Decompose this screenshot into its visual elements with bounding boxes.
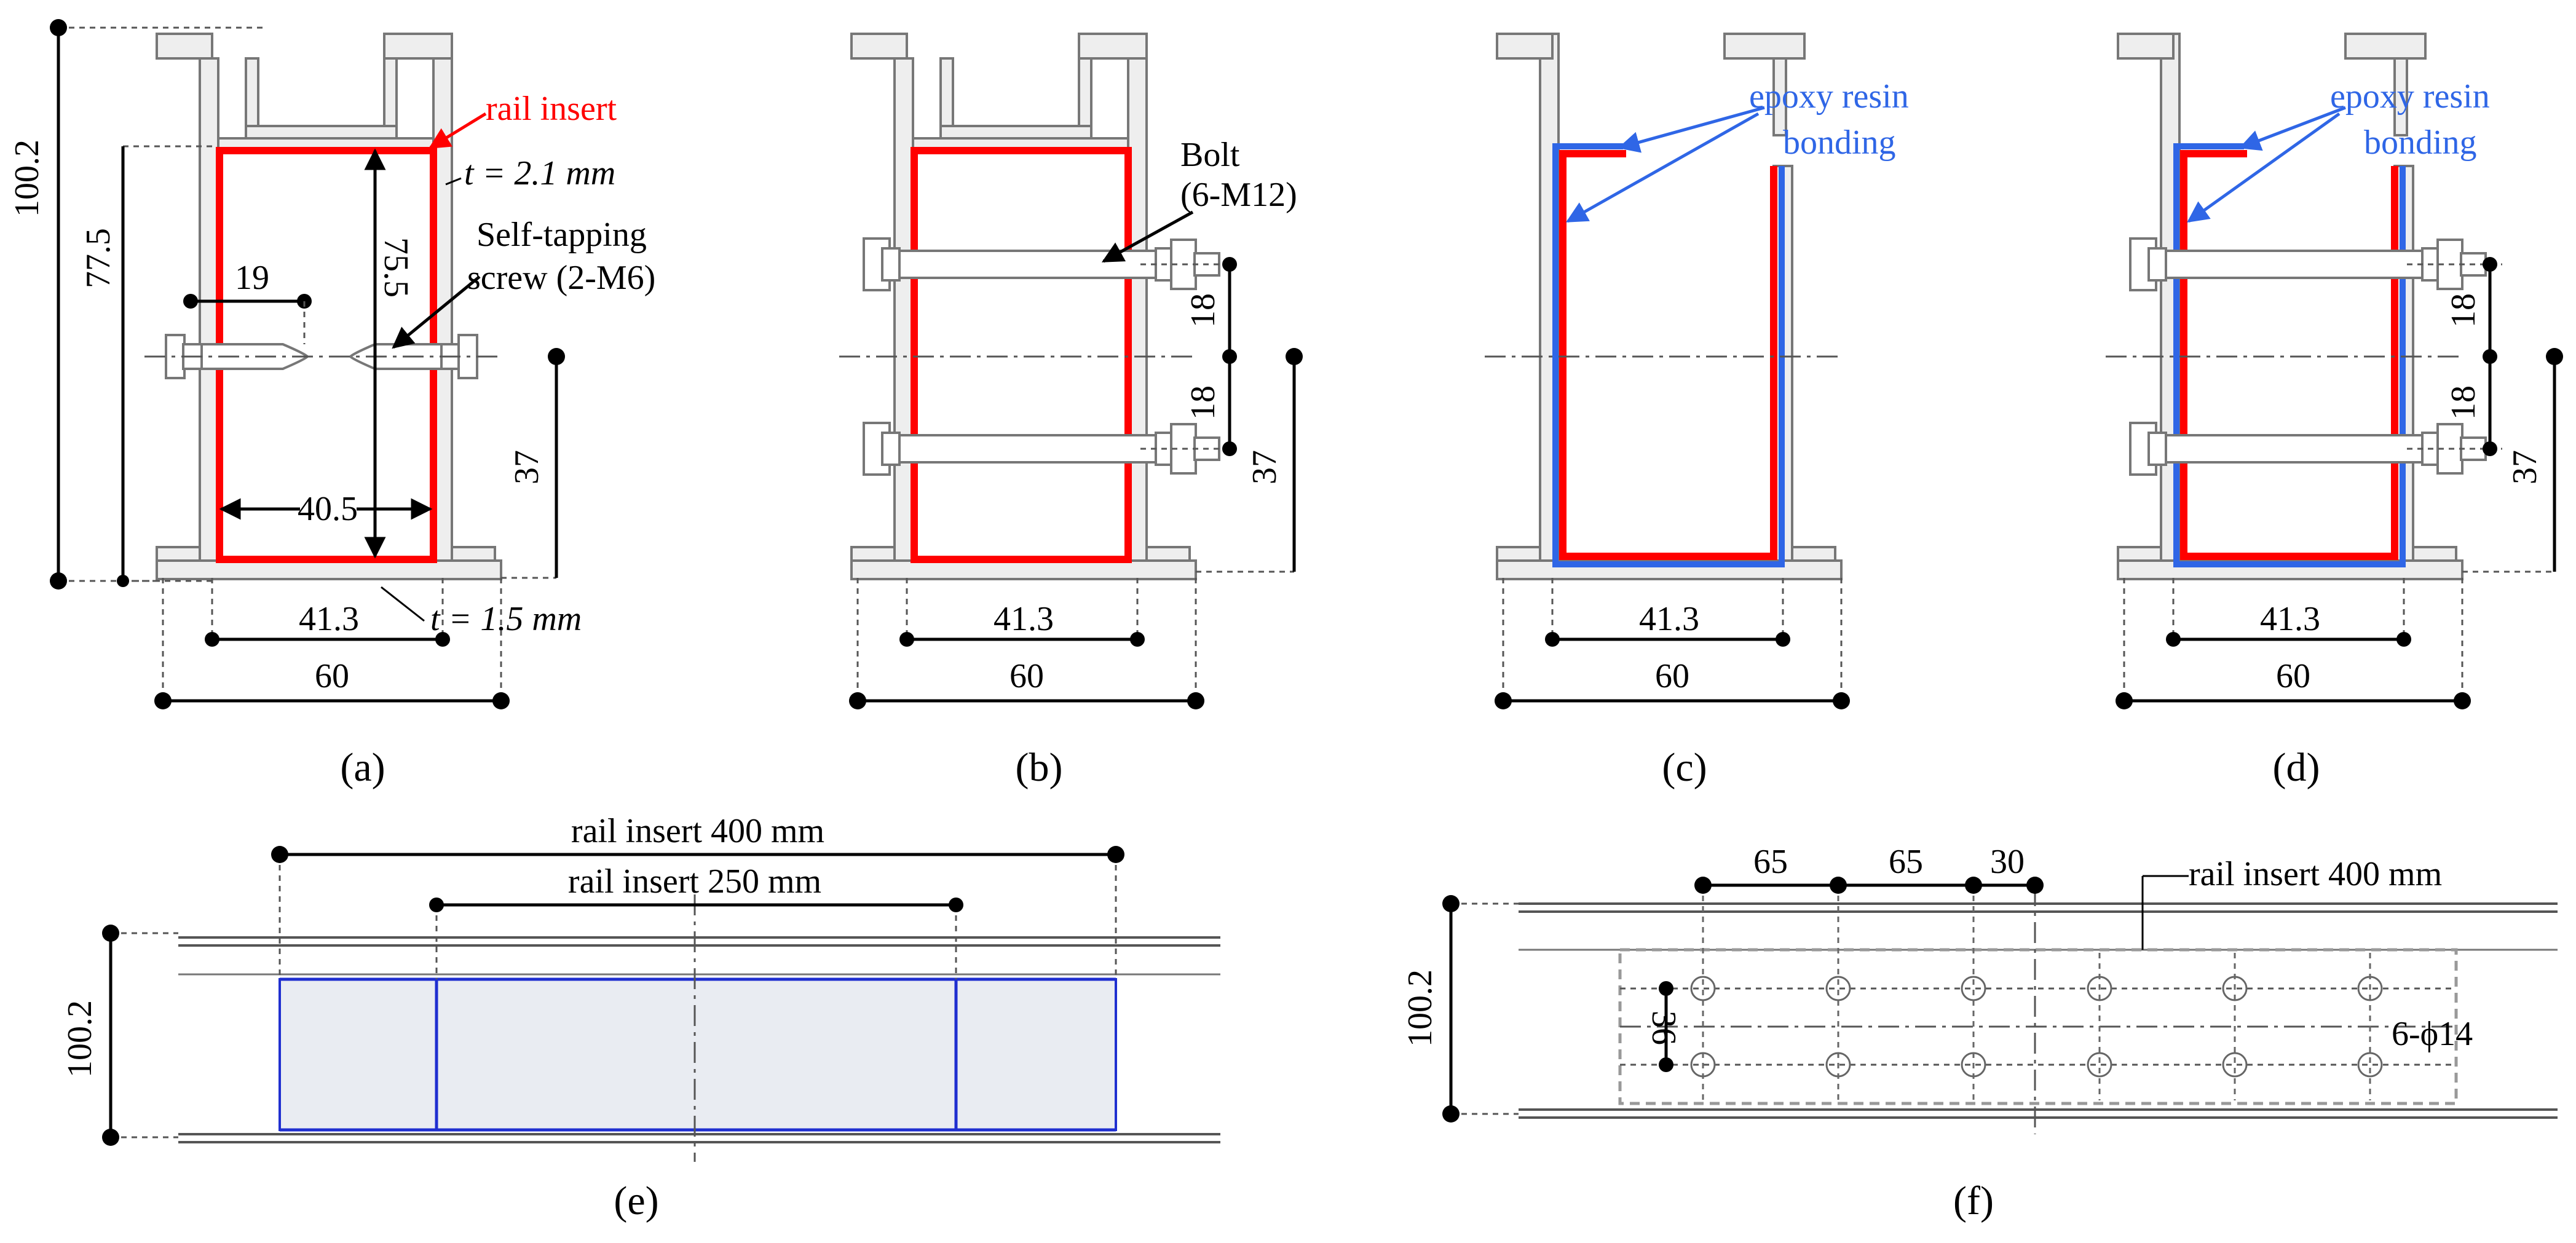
dim-18-bottom: 18 bbox=[1184, 385, 1222, 420]
caption-e: (e) bbox=[614, 1178, 658, 1223]
dim-height: 100.2 bbox=[61, 1000, 99, 1078]
dim-41-3: 41.3 bbox=[994, 600, 1054, 638]
dim-60: 60 bbox=[1655, 657, 1689, 695]
dim-height: 100.2 bbox=[1401, 969, 1439, 1047]
dim-insert-height: 77.5 bbox=[79, 228, 117, 288]
label-epoxy-line2: bonding bbox=[1783, 124, 1896, 162]
dim-center: 37 bbox=[2506, 450, 2544, 484]
panel-d: 18 18 37 epoxy resin bonding 41.3 60 (d) bbox=[2106, 33, 2563, 790]
dim-18-bottom: 18 bbox=[2444, 385, 2483, 420]
bolt-lower bbox=[863, 422, 1237, 476]
panel-e: rail insert 400 mm rail insert 250 mm 10… bbox=[61, 812, 1220, 1223]
panel-a: 100.2 77.5 19 75.5 40.5 37 rail insert t… bbox=[8, 19, 655, 790]
self-tapping-screw-left bbox=[165, 334, 309, 379]
label-rail-insert: rail insert bbox=[486, 90, 617, 128]
dim-inner-width: 40.5 bbox=[298, 490, 358, 528]
rail-insert-outline bbox=[911, 147, 1132, 563]
label-thickness-top: t = 2.1 mm bbox=[464, 154, 615, 192]
label-epoxy-line1: epoxy resin bbox=[1749, 77, 1909, 116]
dim-60: 60 bbox=[315, 657, 349, 695]
dim-41-3: 41.3 bbox=[1639, 600, 1699, 638]
dim-18-top: 18 bbox=[1184, 293, 1222, 328]
dim-height: 100.2 bbox=[8, 140, 46, 217]
dim-18-top: 18 bbox=[2444, 293, 2483, 328]
caption-f: (f) bbox=[1953, 1178, 1994, 1223]
label-screw-line2: screw (2-M6) bbox=[467, 259, 655, 297]
bolt-upper bbox=[863, 237, 1237, 291]
rail-insert-outline bbox=[1559, 150, 1777, 560]
dim-41-3: 41.3 bbox=[2260, 600, 2320, 638]
insert-400-region bbox=[279, 978, 1117, 1131]
dim-screw: 19 bbox=[235, 259, 269, 297]
label-epoxy-line1: epoxy resin bbox=[2330, 77, 2490, 116]
rail-insert-outline bbox=[2180, 150, 2398, 560]
panel-c: epoxy resin bonding 41.3 60 (c) bbox=[1485, 33, 1909, 790]
dim-60: 60 bbox=[2276, 657, 2310, 695]
label-bolt-line2: (6-M12) bbox=[1180, 176, 1297, 214]
panel-f: 65 65 30 rail insert 400 mm 36 6-ϕ14 100… bbox=[1401, 843, 2558, 1223]
epoxy-bond-layer bbox=[2173, 143, 2406, 567]
label-thickness-bottom: t = 1.5 mm bbox=[430, 600, 582, 638]
label-bolt-line1: Bolt bbox=[1180, 136, 1240, 174]
dim-60: 60 bbox=[1009, 657, 1044, 695]
profile-section bbox=[850, 33, 1197, 580]
label-insert-400: rail insert 400 mm bbox=[2189, 855, 2442, 893]
dim-65-a: 65 bbox=[1753, 843, 1788, 881]
caption-a: (a) bbox=[340, 745, 385, 790]
panel-b: 18 18 37 Bolt (6-M12) 41.3 60 (b) bbox=[839, 33, 1303, 790]
caption-c: (c) bbox=[1662, 745, 1707, 790]
label-screw-line1: Self-tapping bbox=[476, 216, 647, 254]
dim-center: 37 bbox=[508, 450, 546, 484]
caption-d: (d) bbox=[2273, 745, 2320, 790]
dim-41-3: 41.3 bbox=[299, 600, 359, 638]
dim-36: 36 bbox=[1645, 1011, 1683, 1045]
dim-inner-height: 75.5 bbox=[377, 237, 415, 298]
dim-30: 30 bbox=[1990, 843, 2025, 881]
epoxy-bond-layer bbox=[1552, 143, 1785, 567]
dim-center: 37 bbox=[1246, 450, 1284, 484]
label-insert-400: rail insert 400 mm bbox=[571, 812, 824, 850]
label-epoxy-line2: bonding bbox=[2364, 124, 2477, 162]
dim-65-b: 65 bbox=[1889, 843, 1923, 881]
label-holes: 6-ϕ14 bbox=[2392, 1015, 2473, 1053]
caption-b: (b) bbox=[1016, 745, 1063, 790]
label-insert-250: rail insert 250 mm bbox=[568, 862, 821, 901]
